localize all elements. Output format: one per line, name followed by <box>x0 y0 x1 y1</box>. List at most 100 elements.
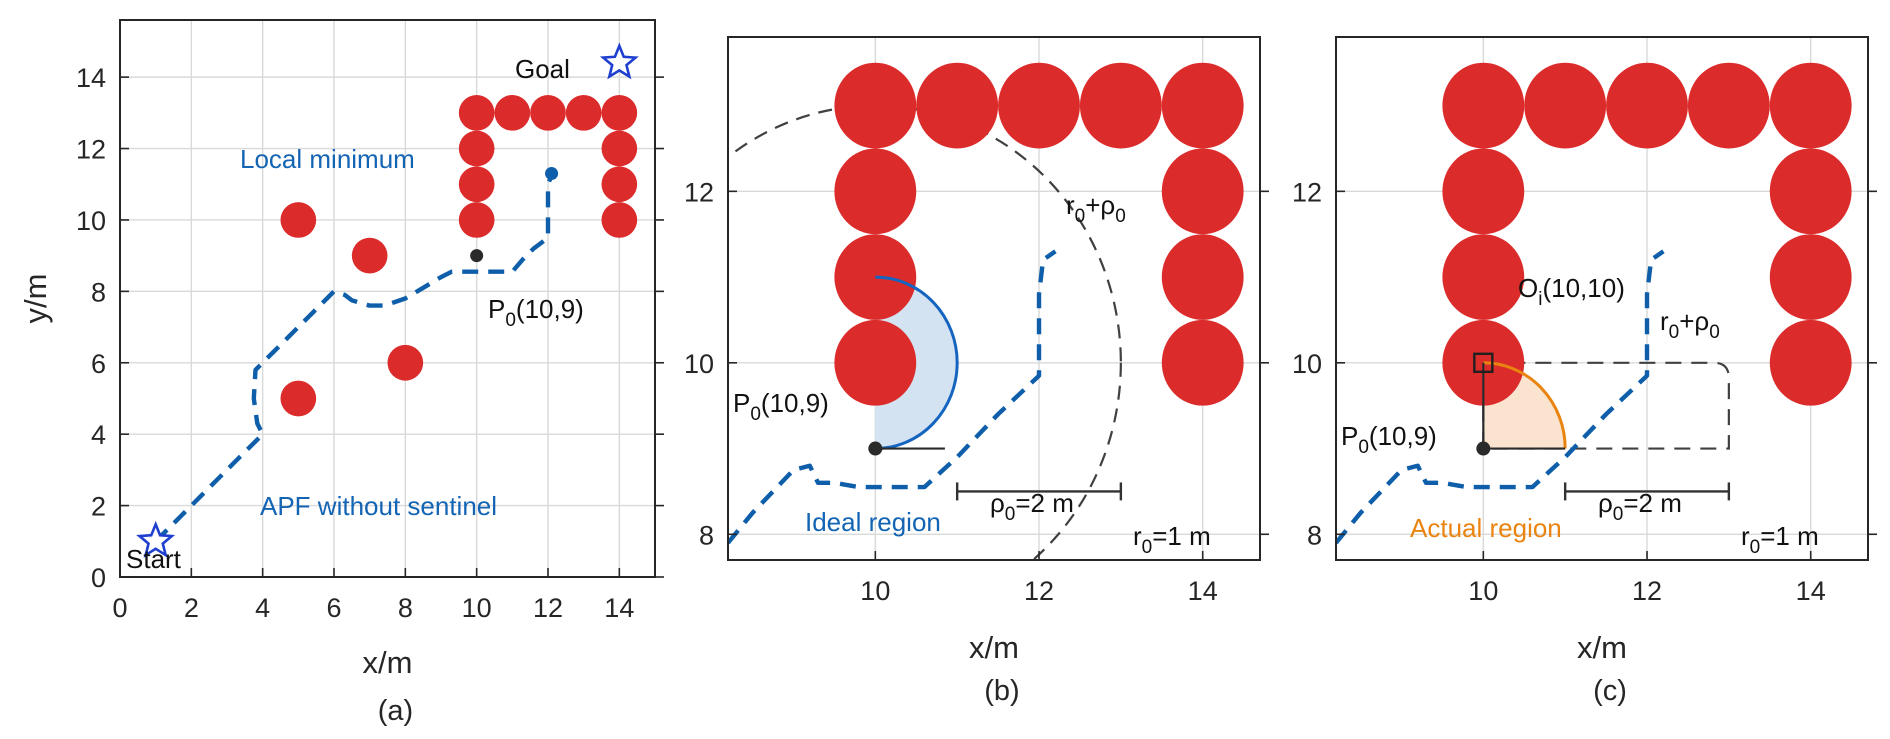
oi-coord: (10,10) <box>1542 273 1624 303</box>
goal-star-marker <box>599 42 639 80</box>
plot-area <box>154 94 638 543</box>
x-tick-label: 6 <box>326 593 341 623</box>
p0-coord: (10,9) <box>516 294 584 324</box>
rho-sub: 0 <box>1709 322 1720 343</box>
x-tick-label: 14 <box>1796 576 1826 606</box>
obstacle-circle <box>494 94 531 131</box>
p0-point <box>1476 441 1491 456</box>
r0-main: r <box>1660 306 1669 336</box>
axes-frame <box>119 19 656 578</box>
r0-value: =1 m <box>1152 521 1211 551</box>
y-tick-label: 10 <box>76 206 106 236</box>
obstacle-circle <box>601 130 638 167</box>
oi-label: Oi(10,10) <box>1518 273 1625 310</box>
x-tick-label: 12 <box>533 593 563 623</box>
ideal-region-arc <box>875 275 959 451</box>
r0-sub: 0 <box>1142 537 1153 558</box>
p0-sub: 0 <box>1358 437 1369 458</box>
obstacle-circle <box>834 148 917 235</box>
obstacle-circle <box>1161 319 1244 406</box>
robot-path <box>154 174 554 543</box>
p0-coord: (10,9) <box>761 388 829 418</box>
p0-coord: (10,9) <box>1369 421 1437 451</box>
p0-main: P <box>488 294 505 324</box>
actual-region-arc <box>1483 361 1567 449</box>
p0-sub: 0 <box>750 404 761 425</box>
axes-frame <box>1335 36 1869 561</box>
rho-sub: 0 <box>1115 206 1126 227</box>
obstacle-circle <box>834 62 917 149</box>
y-tick-label: 2 <box>91 492 106 522</box>
p0-point <box>470 249 484 263</box>
obstacle-circle <box>601 94 638 131</box>
obstacle-circle <box>601 202 638 238</box>
x-tick-label: 8 <box>398 593 413 623</box>
robot-path <box>728 249 1057 545</box>
x-tick-label: 14 <box>604 593 634 623</box>
x-tick-label: 0 <box>112 593 127 623</box>
obstacle-circle <box>1769 62 1852 149</box>
x-tick-label: 12 <box>1632 576 1662 606</box>
y-tick-label: 8 <box>1307 520 1322 550</box>
rho-sub: 0 <box>1005 504 1016 525</box>
obstacle-circle <box>1442 62 1525 149</box>
x-tick-label: 10 <box>462 593 492 623</box>
obstacle-circle <box>458 94 495 131</box>
x-tick-label: 14 <box>1188 576 1218 606</box>
p0-sub: 0 <box>505 310 516 331</box>
apf-label: APF without sentinel <box>260 491 497 521</box>
obstacle-circle <box>280 202 317 238</box>
obstacle-circle <box>601 166 638 203</box>
obstacle-circle <box>1606 62 1688 149</box>
obstacle-circle <box>998 62 1080 149</box>
y-tick-label: 6 <box>91 349 106 379</box>
rho0-label: ρ0=2 m <box>990 488 1074 525</box>
obstacle-circle <box>1442 234 1525 320</box>
obstacle-circle <box>1769 148 1852 235</box>
x-tick-label: 10 <box>860 576 890 606</box>
p0-label: P0(10,9) <box>733 388 829 425</box>
p0-main: P <box>1341 421 1358 451</box>
region-label: Actual region <box>1410 513 1562 543</box>
obstacle-circle <box>1161 62 1244 149</box>
x-tick-label: 10 <box>1468 576 1498 606</box>
panel-label: (a) <box>378 695 413 727</box>
obstacle-circle <box>565 94 602 131</box>
x-axis-label: x/m <box>1577 630 1627 665</box>
rho-sub: 0 <box>1613 504 1624 525</box>
obstacle-circle <box>1524 62 1607 149</box>
x-tick-label: 4 <box>255 593 270 623</box>
rho0-label: ρ0=2 m <box>1598 488 1682 525</box>
obstacle-circle <box>1687 62 1770 149</box>
x-tick-label: 2 <box>184 593 199 623</box>
y-tick-label: 12 <box>1292 177 1322 207</box>
obstacle-circle <box>387 344 424 381</box>
obstacle-circle <box>834 319 917 406</box>
start-label: Start <box>126 544 182 574</box>
oi-main: O <box>1518 273 1538 303</box>
obstacle-circle <box>458 202 495 238</box>
r0-main: r <box>1066 190 1075 220</box>
r0-plus-rho0-label: r0+ρ0 <box>1066 190 1126 227</box>
rho-value: =2 m <box>1015 488 1074 518</box>
r0-plus-rho0-label: r0+ρ0 <box>1660 306 1720 343</box>
y-axis-label: y/m <box>18 274 53 324</box>
axes-frame <box>727 36 1261 561</box>
r0-label: r0=1 m <box>1133 521 1211 558</box>
r0-sub: 0 <box>1750 537 1761 558</box>
p0-label: P0(10,9) <box>1341 421 1437 458</box>
path-end-point <box>545 167 559 181</box>
p0-main: P <box>733 388 750 418</box>
obstacle-circle <box>1442 148 1525 235</box>
start-star-marker <box>136 520 176 558</box>
region-label: Ideal region <box>805 507 941 537</box>
y-tick-label: 10 <box>684 349 714 379</box>
r0-sub: 0 <box>1669 322 1680 343</box>
r0-value: =1 m <box>1760 521 1819 551</box>
y-tick-label: 4 <box>91 420 106 450</box>
obstacle-circle <box>1161 148 1244 235</box>
